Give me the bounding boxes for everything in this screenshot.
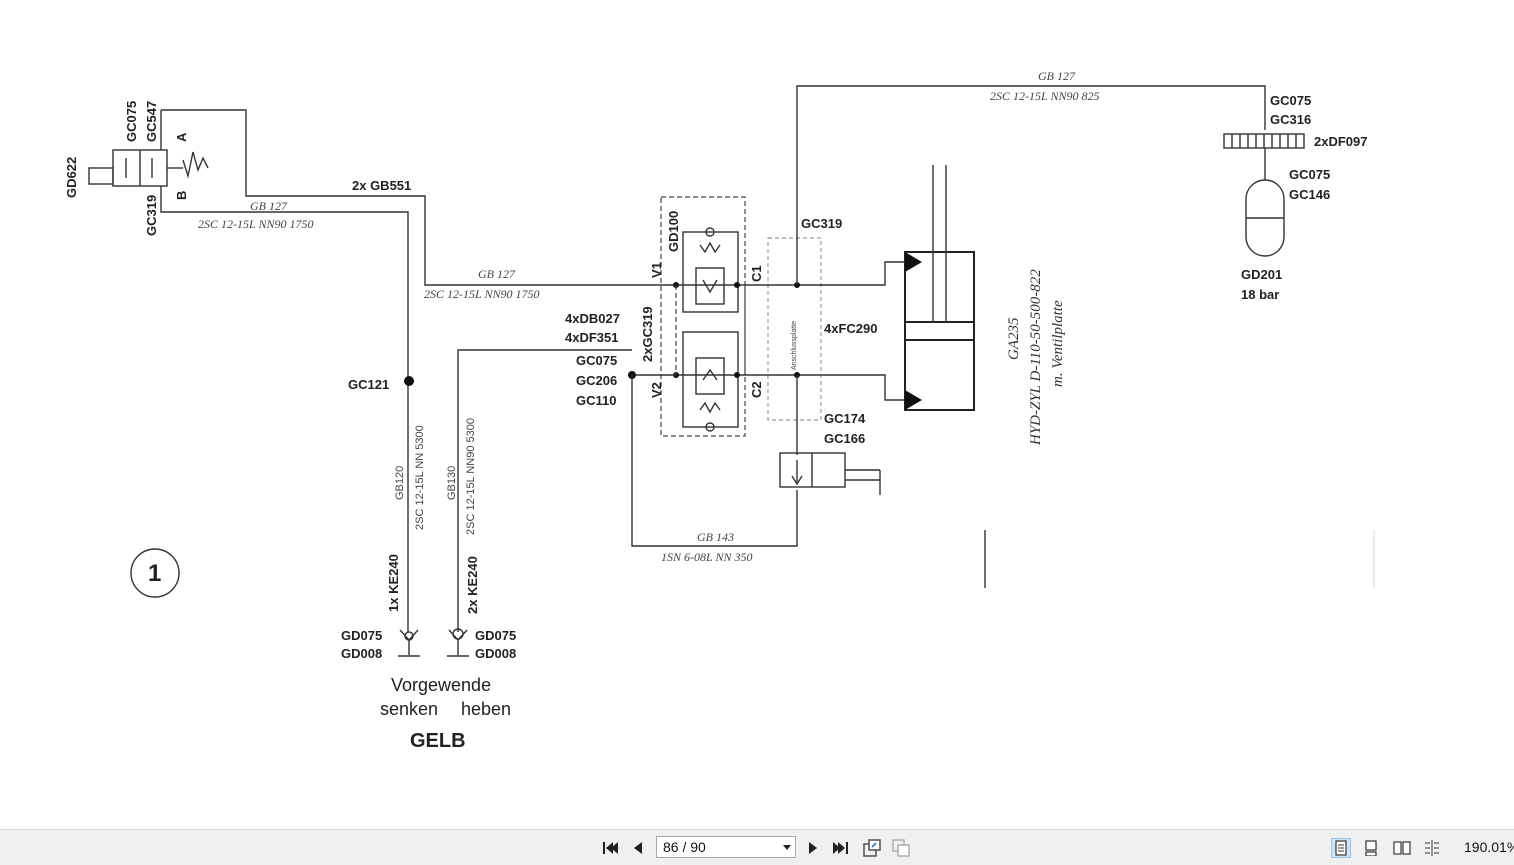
import-button[interactable] bbox=[891, 838, 911, 858]
label-gc166: GC166 bbox=[824, 431, 865, 446]
coupler-right bbox=[447, 628, 469, 657]
label-gelb: GELB bbox=[410, 730, 466, 752]
label-gd075-left: GD075 bbox=[341, 628, 382, 643]
pipe-mid-spec: 2SC 12-15L NN90 1750 bbox=[424, 287, 539, 301]
label-gc075-r2: GC075 bbox=[1289, 167, 1330, 182]
label-cylinder-name: HYD-ZYL D-110-50-500-822 bbox=[1028, 269, 1044, 446]
label-gc174: GC174 bbox=[824, 411, 866, 426]
label-db027: 4xDB027 bbox=[565, 311, 620, 326]
pipe-mid-gb: GB 127 bbox=[478, 267, 516, 281]
pipe-bottom-gb: GB 143 bbox=[697, 530, 734, 544]
label-gc319-left: GC319 bbox=[144, 195, 159, 236]
first-page-icon bbox=[603, 842, 618, 854]
pipe-left-spec: 2SC 12-15L NN90 1750 bbox=[198, 217, 313, 231]
hydraulic-schematic: GD622 GC075 GC547 A B GC319 2x GB551 GB … bbox=[64, 69, 1375, 752]
pipe-bottom-spec: 1SN 6-08L NN 350 bbox=[661, 550, 752, 564]
label-fc290: 4xFC290 bbox=[824, 321, 877, 336]
continuous-view-button[interactable] bbox=[1361, 838, 1381, 858]
label-c1: C1 bbox=[749, 265, 764, 282]
pipe-left-gb: GB 127 bbox=[250, 199, 288, 213]
label-gc316: GC316 bbox=[1270, 112, 1311, 127]
label-gc146: GC146 bbox=[1289, 187, 1330, 202]
prev-page-icon bbox=[634, 842, 642, 854]
chevron-down-icon bbox=[779, 844, 795, 850]
label-senken: senken bbox=[380, 699, 438, 719]
section-number: 1 bbox=[148, 560, 161, 587]
label-port-b: B bbox=[174, 191, 189, 200]
label-gd008-left: GD008 bbox=[341, 646, 382, 661]
next-page-button[interactable] bbox=[803, 838, 823, 858]
import-icon bbox=[892, 839, 910, 857]
label-gb551: 2x GB551 bbox=[352, 178, 411, 193]
cover-view-button[interactable] bbox=[1422, 838, 1442, 858]
label-vorgewende: Vorgewende bbox=[391, 675, 491, 695]
pipe-v1-spec: 2SC 12-15L NN 5300 bbox=[414, 425, 426, 530]
label-gc075-b: GC075 bbox=[576, 353, 617, 368]
label-port-a: A bbox=[174, 132, 189, 142]
export-icon bbox=[863, 839, 881, 857]
label-gc547: GC547 bbox=[144, 101, 159, 142]
page-number-value: 86 / 90 bbox=[663, 839, 706, 855]
zoom-level[interactable]: 190.01% bbox=[1464, 839, 1514, 855]
label-v1: V1 bbox=[649, 262, 664, 278]
facing-view-icon bbox=[1393, 841, 1411, 855]
next-page-icon bbox=[809, 842, 817, 854]
check-valve-gc166 bbox=[779, 452, 881, 495]
cover-view-icon bbox=[1425, 840, 1439, 856]
last-page-icon bbox=[833, 842, 848, 854]
hydraulic-cylinder-ga235 bbox=[904, 165, 975, 411]
label-gc206: GC206 bbox=[576, 373, 617, 388]
label-ke240-1: 1x KE240 bbox=[386, 554, 401, 612]
pdf-toolbar: 86 / 90 190.01% bbox=[0, 829, 1514, 865]
last-page-button[interactable] bbox=[831, 838, 851, 858]
label-df097: 2xDF097 bbox=[1314, 134, 1367, 149]
export-button[interactable] bbox=[862, 838, 882, 858]
section-number-circle bbox=[130, 548, 180, 598]
coupler-left bbox=[398, 629, 420, 657]
label-gd100: GD100 bbox=[666, 211, 681, 252]
first-page-button[interactable] bbox=[600, 838, 620, 858]
facing-view-button[interactable] bbox=[1392, 838, 1412, 858]
prev-page-button[interactable] bbox=[628, 838, 648, 858]
label-gc110: GC110 bbox=[576, 393, 616, 408]
single-page-view-button[interactable] bbox=[1331, 838, 1351, 858]
label-plate: Anschlussplatte bbox=[791, 321, 798, 370]
label-gc075-a: GC075 bbox=[124, 101, 139, 142]
label-gc319-vertical: 2xGC319 bbox=[640, 306, 655, 362]
label-ga235: GA235 bbox=[1006, 317, 1022, 360]
label-gc319-top: GC319 bbox=[801, 216, 842, 231]
page-number-select[interactable]: 86 / 90 bbox=[656, 836, 796, 858]
label-df351: 4xDF351 bbox=[565, 330, 618, 345]
valve-block-gd100 bbox=[660, 196, 746, 437]
document-viewport[interactable]: GD622 GC075 GC547 A B GC319 2x GB551 GB … bbox=[0, 0, 1514, 829]
connection-plate bbox=[767, 237, 822, 421]
pipe-top-spec: 2SC 12-15L NN90 825 bbox=[990, 89, 1099, 103]
label-gc121: GC121 bbox=[348, 377, 389, 392]
continuous-view-icon bbox=[1365, 840, 1377, 856]
label-gd201: GD201 bbox=[1241, 267, 1282, 282]
single-page-view-icon bbox=[1335, 840, 1347, 856]
pipe-v1-gb: GB120 bbox=[394, 466, 406, 500]
pipe-top-gb: GB 127 bbox=[1038, 69, 1076, 83]
label-v2: V2 bbox=[649, 382, 664, 398]
solenoid-valve-gd622 bbox=[88, 110, 209, 200]
label-gd622: GD622 bbox=[64, 157, 79, 198]
label-cylinder-note: m. Ventilplatte bbox=[1050, 300, 1066, 387]
pipe-v2-spec: 2SC 12-15L NN90 5300 bbox=[465, 418, 477, 535]
label-c2: C2 bbox=[749, 381, 764, 398]
label-heben: heben bbox=[461, 699, 511, 719]
label-ke240-2: 2x KE240 bbox=[465, 556, 480, 614]
pipe-v2-gb: GB130 bbox=[446, 466, 458, 500]
label-pressure: 18 bar bbox=[1241, 287, 1279, 302]
label-gd008-right: GD008 bbox=[475, 646, 516, 661]
label-gc075-r1: GC075 bbox=[1270, 93, 1311, 108]
label-gd075-right: GD075 bbox=[475, 628, 516, 643]
